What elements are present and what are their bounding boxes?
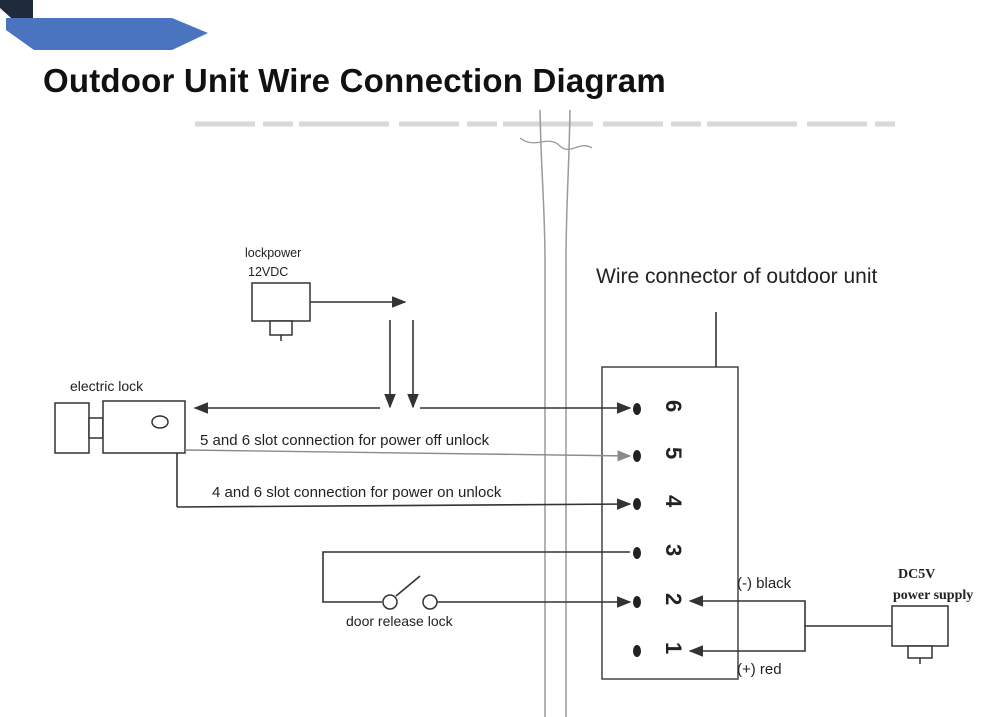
terminal-screw-1 bbox=[633, 645, 641, 657]
terminal-screw-5 bbox=[633, 450, 641, 462]
terminal-number-1: 1 bbox=[661, 642, 686, 654]
lock-power-label: lockpower bbox=[245, 246, 301, 260]
electric-lock-label: electric lock bbox=[70, 378, 144, 394]
power-adapter-icon bbox=[251, 282, 311, 341]
terminal-number-2: 2 bbox=[661, 593, 686, 605]
terminal-numbers: 6 5 4 3 2 1 bbox=[661, 400, 686, 654]
terminal-screw-3 bbox=[633, 547, 641, 559]
power-off-unlock-note: 5 and 6 slot connection for power off un… bbox=[200, 432, 490, 449]
wall-left-line bbox=[539, 109, 546, 717]
wall-break-mark bbox=[519, 137, 593, 151]
page-title: Outdoor Unit Wire Connection Diagram bbox=[43, 62, 666, 99]
terminal-number-4: 4 bbox=[661, 495, 686, 508]
terminal-screws bbox=[633, 403, 641, 657]
wire-red-positive bbox=[688, 626, 806, 657]
terminal-block bbox=[601, 366, 739, 680]
dc-voltage-label: DC5V bbox=[898, 567, 935, 582]
terminal-screw-6 bbox=[633, 403, 641, 415]
wire-power-off-to-terminal-5 bbox=[184, 449, 632, 462]
terminal-number-5: 5 bbox=[661, 447, 686, 459]
wire-terminal-3-loop bbox=[322, 551, 630, 603]
red-wire-label: (+) red bbox=[737, 661, 782, 678]
wire-power-on-to-terminal-4 bbox=[176, 498, 632, 510]
door-release-label: door release lock bbox=[346, 613, 454, 629]
terminal-number-6: 6 bbox=[661, 400, 686, 412]
terminal-number-3: 3 bbox=[661, 544, 686, 556]
terminal-screw-4 bbox=[633, 498, 641, 510]
wire-black-negative bbox=[688, 595, 892, 627]
door-release-switch-icon bbox=[382, 575, 438, 610]
electric-lock-icon bbox=[54, 400, 186, 454]
header-banner bbox=[0, 0, 208, 50]
power-on-unlock-note: 4 and 6 slot connection for power on unl… bbox=[212, 484, 502, 501]
dc-power-supply-icon bbox=[891, 605, 949, 664]
banner-blue-ribbon bbox=[6, 18, 208, 50]
wall-right-line bbox=[565, 109, 571, 717]
lock-power-voltage: 12VDC bbox=[248, 265, 288, 279]
connector-label: Wire connector of outdoor unit bbox=[596, 265, 877, 288]
black-wire-label: (-) black bbox=[737, 575, 792, 592]
dc-power-supply-label: power supply bbox=[893, 588, 973, 603]
terminal-screw-2 bbox=[633, 596, 641, 608]
